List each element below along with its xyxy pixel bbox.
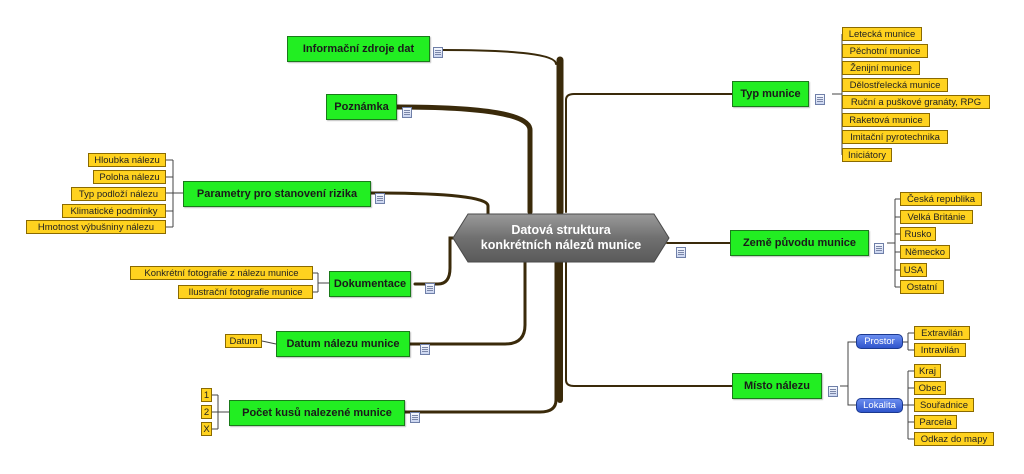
note-icon[interactable] — [676, 247, 686, 258]
leaf-konkretni-foto[interactable]: Konkrétní fotografie z nálezu munice — [130, 266, 313, 280]
leaf-souradnice[interactable]: Souřadnice — [914, 398, 974, 412]
leaf-ostatni[interactable]: Ostatní — [900, 280, 944, 294]
branch-informacni-zdroje[interactable]: Informační zdroje dat — [287, 36, 430, 62]
leaf-typ-podlozi[interactable]: Typ podloží nálezu — [71, 187, 166, 201]
leaf-pocet-x[interactable]: X — [201, 422, 212, 436]
leaf-rusko[interactable]: Rusko — [900, 227, 936, 241]
leaf-pechotni[interactable]: Pěchotní munice — [842, 44, 928, 58]
leaf-odkaz-do-mapy[interactable]: Odkaz do mapy — [914, 432, 994, 446]
leaf-iniciatory[interactable]: Iniciátory — [842, 148, 892, 162]
center-node[interactable] — [452, 213, 670, 263]
leaf-zenijni[interactable]: Ženijní munice — [842, 61, 920, 75]
leaf-pocet-1[interactable]: 1 — [201, 388, 212, 402]
note-icon[interactable] — [375, 193, 385, 204]
leaf-ilustracni-foto[interactable]: Ilustrační fotografie munice — [178, 285, 313, 299]
branch-pocet-kusu[interactable]: Počet kusů nalezené munice — [229, 400, 405, 426]
leaf-rucni-granaty[interactable]: Ruční a puškové granáty, RPG — [842, 95, 990, 109]
leaf-nemecko[interactable]: Německo — [900, 245, 950, 259]
center-title: Datová struktura konkrétních nálezů muni… — [455, 214, 667, 262]
leaf-intravilan[interactable]: Intravilán — [914, 343, 966, 357]
note-icon[interactable] — [425, 283, 435, 294]
note-icon[interactable] — [433, 47, 443, 58]
center-title-line2: konkrétních nálezů munice — [480, 238, 642, 252]
leaf-obec[interactable]: Obec — [914, 381, 946, 395]
leaf-delostrelecka[interactable]: Dělostřelecká munice — [842, 78, 948, 92]
subnode-prostor[interactable]: Prostor — [856, 334, 903, 349]
leaf-datum[interactable]: Datum — [225, 334, 262, 348]
center-title-line1: Datová struktura — [511, 223, 611, 237]
leaf-hloubka[interactable]: Hloubka nálezu — [88, 153, 166, 167]
leaf-poloha[interactable]: Poloha nálezu — [93, 170, 166, 184]
leaf-raketova[interactable]: Raketová munice — [842, 113, 930, 127]
note-icon[interactable] — [402, 107, 412, 118]
note-icon[interactable] — [815, 94, 825, 105]
leaf-letecka[interactable]: Letecká munice — [842, 27, 922, 41]
branch-misto-nalezu[interactable]: Místo nálezu — [732, 373, 822, 399]
leaf-pocet-2[interactable]: 2 — [201, 405, 212, 419]
branch-zeme-puvodu[interactable]: Země původu munice — [730, 230, 869, 256]
leaf-velka-britanie[interactable]: Velká Británie — [900, 210, 973, 224]
branch-poznamka[interactable]: Poznámka — [326, 94, 397, 120]
subnode-lokalita[interactable]: Lokalita — [856, 398, 903, 413]
leaf-klimaticke[interactable]: Klimatické podmínky — [62, 204, 166, 218]
note-icon[interactable] — [420, 344, 430, 355]
leaf-imitacni[interactable]: Imitační pyrotechnika — [842, 130, 948, 144]
branch-parametry[interactable]: Parametry pro stanovení rizika — [183, 181, 371, 207]
leaf-parcela[interactable]: Parcela — [914, 415, 957, 429]
leaf-kraj[interactable]: Kraj — [914, 364, 941, 378]
branch-typ-munice[interactable]: Typ munice — [732, 81, 809, 107]
leaf-extravilan[interactable]: Extravilán — [914, 326, 970, 340]
leaf-usa[interactable]: USA — [900, 263, 927, 277]
note-icon[interactable] — [410, 412, 420, 423]
branch-datum-nalezu[interactable]: Datum nálezu munice — [276, 331, 410, 357]
note-icon[interactable] — [874, 243, 884, 254]
branch-dokumentace[interactable]: Dokumentace — [329, 271, 411, 297]
note-icon[interactable] — [828, 386, 838, 397]
leaf-ceska-republika[interactable]: Česká republika — [900, 192, 982, 206]
leaf-hmotnost[interactable]: Hmotnost výbušniny nálezu — [26, 220, 166, 234]
